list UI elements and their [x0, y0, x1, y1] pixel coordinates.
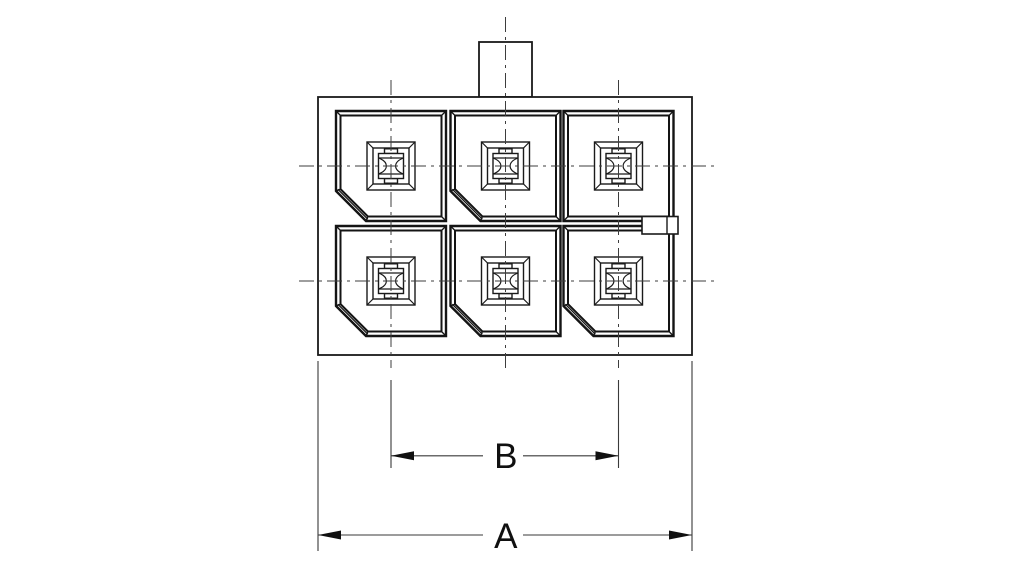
dim-a-arrow-left	[318, 530, 341, 540]
dimension-b: B	[391, 437, 619, 476]
polarization-notch	[641, 215, 679, 235]
dim-a-arrow-right	[669, 530, 692, 540]
extension-lines	[317, 361, 693, 551]
dim-label-a: A	[494, 517, 518, 556]
centerlines	[299, 17, 716, 368]
dimension-a: A	[318, 517, 692, 556]
dim-b-arrow-left	[391, 451, 414, 461]
dim-label-b: B	[494, 437, 517, 476]
dim-b-arrow-right	[595, 451, 619, 461]
